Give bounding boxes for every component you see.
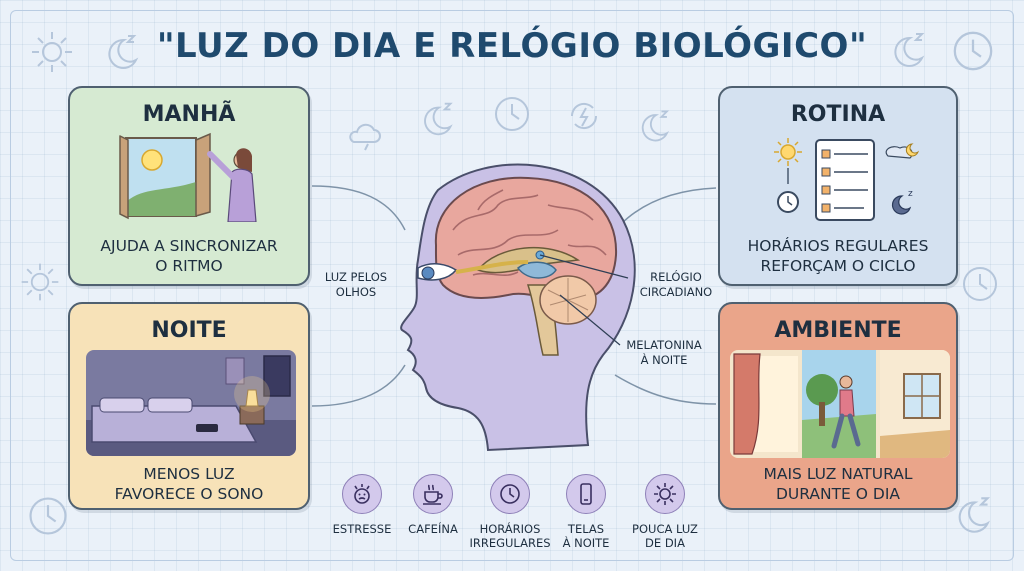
- phone-icon: [580, 483, 592, 505]
- brain-head-illustration: [400, 163, 636, 452]
- factor-caffeine-circle: [413, 474, 453, 514]
- svg-text:z: z: [908, 189, 913, 199]
- sun-outline-icon: [32, 32, 72, 72]
- factor-stress: ESTRESSE: [314, 474, 410, 536]
- factor-screens-night-circle: [566, 474, 606, 514]
- moon-zz-icon: [958, 497, 991, 533]
- factor-little-daylight-circle: [645, 474, 685, 514]
- sun-icon: [654, 483, 676, 505]
- card-routine-title: ROTINA: [790, 102, 886, 127]
- card-night-title: NOITE: [151, 318, 227, 343]
- moon-zz-icon: [641, 110, 670, 142]
- natural-light-illustration: [730, 350, 950, 458]
- card-morning-title: MANHÃ: [142, 102, 236, 127]
- page-title: "LUZ DO DIA E RELÓGIO BIOLÓGICO": [156, 26, 868, 66]
- refresh-bolt-icon: [570, 102, 598, 130]
- coffee-icon: [423, 484, 443, 505]
- clock-outline-icon: [953, 31, 993, 71]
- moon-zz-icon: [424, 102, 453, 136]
- clock-outline-icon: [29, 497, 67, 535]
- sun-outline-icon: [21, 263, 59, 301]
- dim-bedroom-illustration: [86, 350, 296, 456]
- moon-zz-icon: [894, 33, 925, 67]
- outer-frame: [10, 10, 1014, 561]
- clock-outline-icon: [963, 267, 997, 301]
- factor-caffeine: CAFEÍNA: [385, 474, 481, 536]
- stress-icon: [354, 484, 370, 504]
- factor-irregular-hours-circle: [490, 474, 530, 514]
- clock-outline-icon: [495, 97, 529, 131]
- clock-icon: [500, 484, 520, 504]
- factor-stress-circle: [342, 474, 382, 514]
- cloud-moon-icon: [349, 123, 381, 151]
- card-environment-title: AMBIENTE: [774, 318, 902, 343]
- window-sunrise-illustration: [119, 132, 257, 222]
- schedule-checklist-illustration: z: [774, 138, 920, 221]
- moon-zz-icon: [108, 35, 139, 69]
